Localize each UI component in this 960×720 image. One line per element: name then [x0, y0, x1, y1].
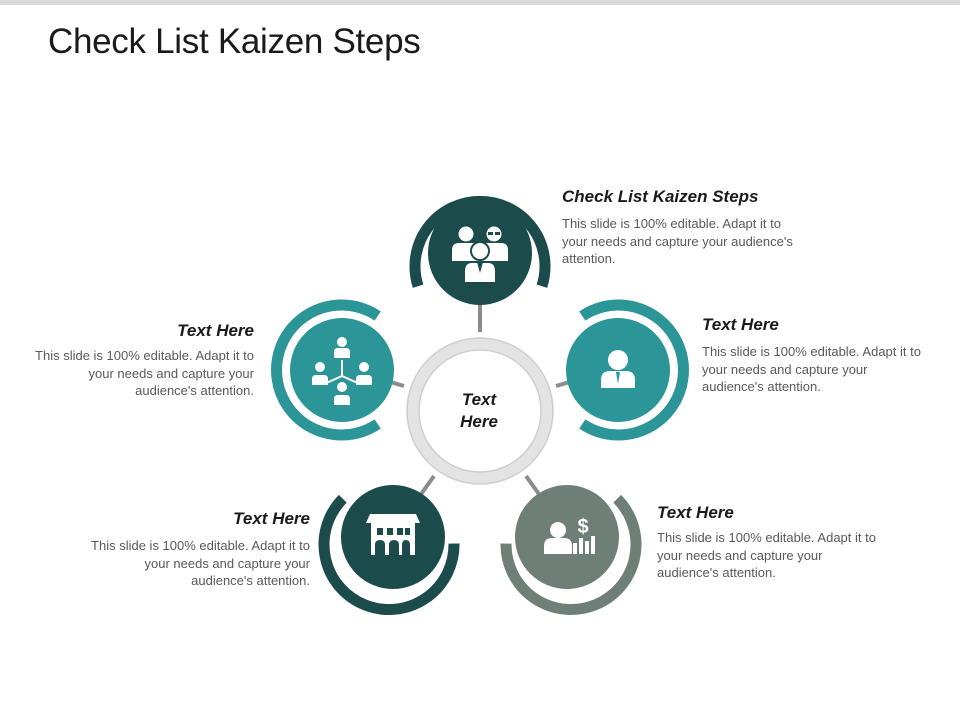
svg-text:$: $ — [577, 516, 588, 538]
top-border-bar — [0, 0, 960, 5]
step-node-left-arc — [271, 299, 381, 441]
org-chart-icon — [312, 337, 372, 405]
person-dollar-chart-icon: $ — [544, 516, 595, 554]
step-3-heading: Text Here — [657, 503, 734, 522]
step-1-description: This slide is 100% editable. Adapt it to… — [562, 216, 793, 266]
center-ring — [406, 337, 554, 485]
step-node-bottom-left-arc — [318, 494, 460, 615]
step-node-bottom-right-arc — [500, 494, 642, 615]
step-5-heading: Text Here — [177, 321, 254, 340]
connector-bottom-left — [417, 474, 436, 499]
step-node-bottom-right-circle — [515, 485, 619, 589]
center-label-line1: Text — [461, 390, 497, 409]
group-of-people-icon — [452, 226, 508, 284]
building-icon — [366, 514, 420, 555]
step-2-description: This slide is 100% editable. Adapt it to… — [702, 344, 921, 394]
step-5-description: This slide is 100% editable. Adapt it to… — [35, 348, 254, 398]
center-label-line2: Here — [460, 412, 498, 431]
step-4-description: This slide is 100% editable. Adapt it to… — [91, 538, 310, 588]
step-node-right — [566, 299, 689, 441]
step-node-top — [409, 195, 551, 305]
step-4-heading: Text Here — [233, 509, 310, 528]
step-3-description: This slide is 100% editable. Adapt it to… — [657, 530, 876, 580]
step-2-heading: Text Here — [702, 315, 779, 334]
center-label: Text Here — [429, 389, 529, 433]
step-node-right-arc — [579, 299, 689, 441]
step-node-bottom-right: $ — [500, 485, 642, 615]
step-node-bottom-left — [318, 485, 460, 615]
step-node-left — [271, 299, 394, 441]
connector-bottom-right — [524, 474, 543, 499]
step-1-heading: Check List Kaizen Steps — [562, 187, 759, 206]
page-title: Check List Kaizen Steps — [48, 22, 421, 61]
businessman-icon — [601, 350, 635, 388]
